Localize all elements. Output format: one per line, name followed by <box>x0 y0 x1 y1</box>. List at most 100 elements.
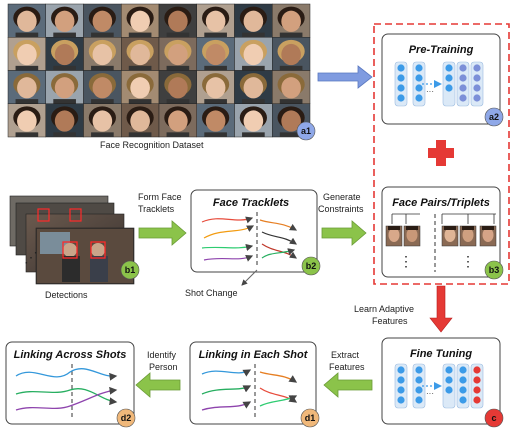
neuron-node <box>415 366 423 374</box>
neuron-node <box>415 84 423 92</box>
neuron-node <box>459 74 467 82</box>
face-thumbnail <box>7 37 46 71</box>
face-dataset-mosaic <box>7 3 311 138</box>
neuron-node <box>415 396 423 404</box>
neuron-node <box>459 386 467 394</box>
generate-label-1: Generate <box>323 192 361 202</box>
face-thumbnail <box>121 37 160 71</box>
face-thumbnail <box>83 37 122 71</box>
badge-b2 <box>301 256 321 276</box>
neuron-node <box>415 64 423 72</box>
badge-d1 <box>300 408 320 428</box>
learn-label-2: Features <box>372 316 408 326</box>
neuron-node <box>415 376 423 384</box>
face-thumbnail <box>196 37 235 71</box>
pairs-title: Face Pairs/Triplets <box>392 197 490 209</box>
svg-text:···: ··· <box>426 87 434 96</box>
face-thumbnail <box>45 37 84 71</box>
shot-change-label: Shot Change <box>185 288 238 298</box>
neuron-node <box>397 366 405 374</box>
neuron-node <box>473 84 481 92</box>
neuron-node <box>473 94 481 102</box>
neuron-node <box>459 64 467 72</box>
face-thumbnail <box>121 70 160 104</box>
detections-dots: ⋰ <box>24 249 38 265</box>
face-thumbnail <box>272 103 311 138</box>
plus-icon <box>428 140 454 166</box>
form-tracklets-arrow <box>138 220 187 246</box>
neuron-node <box>459 376 467 384</box>
badge-b1 <box>120 260 140 280</box>
tracklets-box: Face Tracklets b2 <box>190 189 321 276</box>
neuron-node <box>445 74 453 82</box>
neuron-node <box>445 366 453 374</box>
svg-text:a1: a1 <box>301 126 311 136</box>
pretraining-box: Pre-Training ··· a2 <box>381 33 504 127</box>
face-thumbnail <box>121 3 160 38</box>
red-down-arrow <box>429 285 453 333</box>
face-thumbnail <box>121 103 160 138</box>
neuron-node <box>397 386 405 394</box>
link-each-title: Linking in Each Shot <box>199 349 309 361</box>
pair-face-thumbnail <box>385 225 403 247</box>
neuron-node <box>445 84 453 92</box>
finetune-title: Fine Tuning <box>410 348 472 360</box>
network-icon-finetune: ··· <box>394 363 484 409</box>
pair-face-thumbnail <box>403 225 421 247</box>
neuron-node <box>473 74 481 82</box>
neuron-node <box>473 376 481 384</box>
neuron-node <box>473 366 481 374</box>
neuron-node <box>397 376 405 384</box>
generate-constraints-arrow <box>321 220 367 246</box>
form-label-1: Form Face <box>138 192 182 202</box>
neuron-node <box>445 64 453 72</box>
face-thumbnail <box>45 103 84 138</box>
face-thumbnail <box>45 70 84 104</box>
face-thumbnail <box>83 103 122 138</box>
svg-text:d1: d1 <box>305 413 316 423</box>
extract-features-arrow <box>323 372 373 398</box>
neuron-node <box>473 64 481 72</box>
extract-label-1: Extract <box>331 350 360 360</box>
pair-face-thumbnail <box>441 225 459 247</box>
identify-label-1: Identify <box>147 350 177 360</box>
face-thumbnail <box>7 70 46 104</box>
finetune-box: Fine Tuning ··· c <box>381 337 504 428</box>
identify-person-arrow <box>135 372 181 398</box>
badge-a1: a1 <box>296 121 316 141</box>
detections-stack: ⋰ b1 <box>9 195 140 285</box>
face-thumbnail <box>158 103 197 138</box>
face-thumbnail <box>83 70 122 104</box>
link-across-box: Linking Across Shots d2 <box>5 341 136 428</box>
link-across-title: Linking Across Shots <box>14 349 127 361</box>
pair-face-thumbnail <box>479 225 497 247</box>
neuron-node <box>459 396 467 404</box>
face-thumbnail <box>83 3 122 38</box>
pairs-ellipsis-right: ⋮ <box>461 253 475 269</box>
neuron-node <box>459 84 467 92</box>
neuron-node <box>397 396 405 404</box>
face-thumbnail <box>234 103 273 138</box>
badge-b3 <box>484 260 504 280</box>
face-thumbnail <box>7 103 46 138</box>
pairs-ellipsis-left: ⋮ <box>399 253 413 269</box>
neuron-node <box>473 386 481 394</box>
blue-arrow <box>317 65 373 89</box>
form-label-2: Tracklets <box>138 204 175 214</box>
neuron-node <box>397 74 405 82</box>
face-thumbnail <box>272 3 311 38</box>
face-thumbnail <box>196 103 235 138</box>
neuron-node <box>445 376 453 384</box>
svg-text:···: ··· <box>426 389 434 398</box>
dataset-caption: Face Recognition Dataset <box>100 140 204 150</box>
tracklets-title: Face Tracklets <box>213 197 289 209</box>
face-pairs-box: Face Pairs/Triplets ⋮ ⋮ b3 <box>381 186 504 280</box>
neuron-node <box>397 84 405 92</box>
badge-c <box>484 408 504 428</box>
svg-text:d2: d2 <box>121 413 132 423</box>
face-thumbnail <box>158 3 197 38</box>
face-thumbnail <box>234 37 273 71</box>
extract-label-2: Features <box>329 362 365 372</box>
shot-change-pointer <box>241 269 258 286</box>
